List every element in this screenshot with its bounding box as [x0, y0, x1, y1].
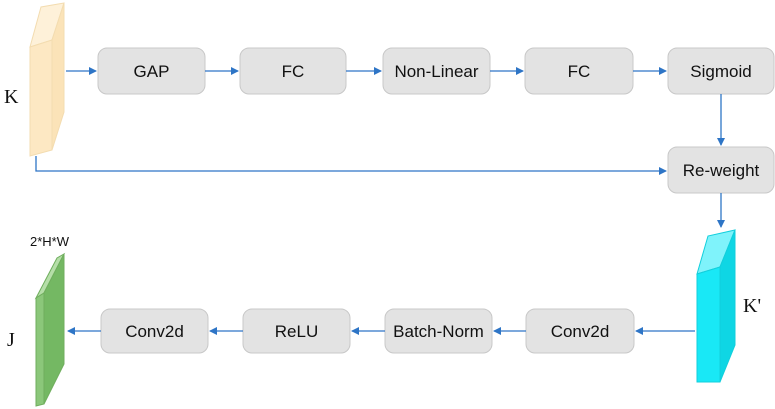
fc-label-1: FC: [282, 62, 305, 81]
k-prime-feature-block: [696, 229, 736, 383]
arrow-skip-k-to-reweight: [35, 156, 667, 175]
conv2d-box-2: Conv2d: [100, 308, 209, 354]
relu-box: ReLU: [242, 308, 351, 354]
k-prime-label: K': [743, 295, 761, 317]
conv2d-box-1: Conv2d: [525, 308, 635, 354]
fc-box-2: FC: [524, 47, 634, 95]
sigmoid-label: Sigmoid: [690, 62, 751, 81]
k-label: K: [4, 86, 19, 108]
relu-label: ReLU: [275, 322, 318, 341]
batch-norm-label: Batch-Norm: [393, 322, 484, 341]
sigmoid-box: Sigmoid: [667, 47, 775, 95]
batch-norm-box: Batch-Norm: [384, 308, 493, 354]
conv2d-label-1: Conv2d: [551, 322, 610, 341]
j-dims-label: 2*H*W: [30, 234, 70, 249]
gap-label: GAP: [134, 62, 170, 81]
conv2d-label-2: Conv2d: [125, 322, 184, 341]
j-label: J: [7, 329, 15, 351]
k-feature-block: [29, 2, 65, 157]
j-output-block: [34, 252, 66, 407]
fc-label-2: FC: [568, 62, 591, 81]
reweight-box: Re-weight: [667, 146, 775, 194]
gap-box: GAP: [97, 47, 206, 95]
fc-box-1: FC: [239, 47, 347, 95]
reweight-label: Re-weight: [683, 161, 760, 180]
non-linear-label: Non-Linear: [394, 62, 478, 81]
non-linear-box: Non-Linear: [382, 47, 491, 95]
